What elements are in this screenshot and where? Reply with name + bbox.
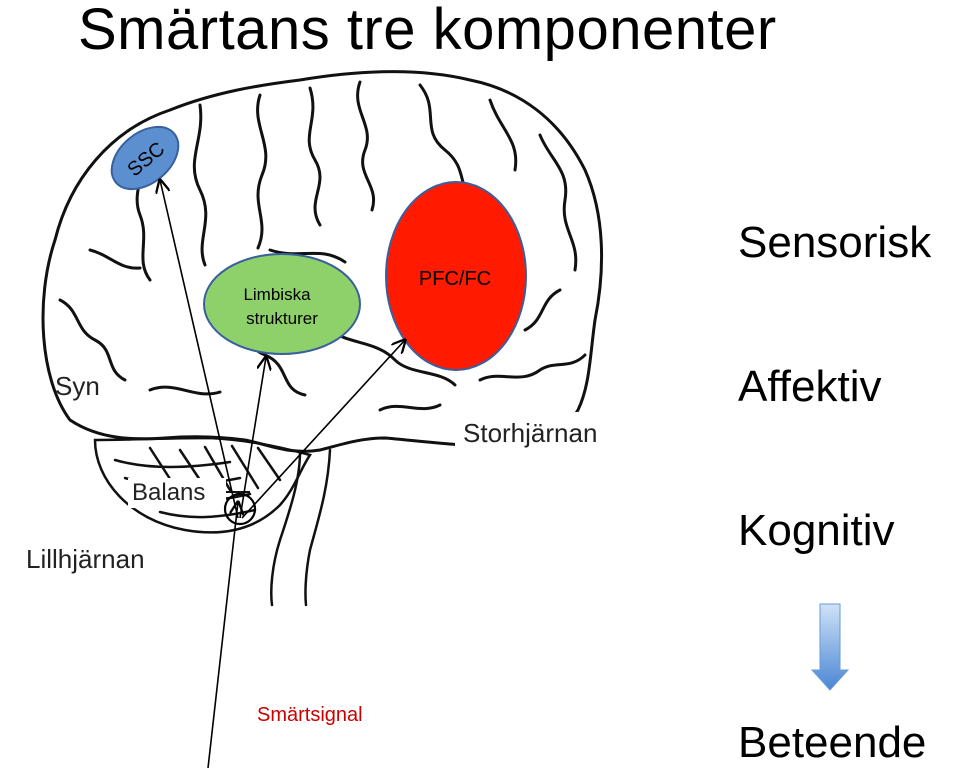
incoming-signal-arrow: [207, 502, 238, 768]
signal-arrows: [160, 180, 405, 768]
ssc-region: SSC: [110, 125, 180, 191]
brain-illustration: [41, 70, 604, 453]
component-beteende: Beteende: [738, 718, 927, 767]
limbic-region: Limbiska strukturer: [203, 253, 361, 355]
component-affektiv: Affektiv: [738, 362, 882, 411]
down-arrow-icon: [810, 603, 850, 691]
label-syn: Syn: [55, 371, 100, 401]
page-title: Smärtans tre komponenter: [78, 0, 777, 62]
brainstem-illustration: [270, 448, 332, 607]
pain-signal-label: Smärtsignal: [257, 704, 363, 726]
arrow-to-limbic: [239, 357, 266, 519]
pain-origin-circle: [223, 492, 257, 526]
label-storhjarnan: Storhjärnan: [463, 418, 597, 448]
component-kognitiv: Kognitiv: [738, 506, 895, 555]
component-sensorisk: Sensorisk: [738, 218, 932, 267]
cerebellum-outline: [93, 436, 312, 534]
pfc-label: PFC/FC: [419, 268, 491, 290]
limbic-label-line1: Limbiska: [243, 285, 311, 304]
arrow-to-ssc: [160, 180, 239, 519]
limbic-label-line2: strukturer: [246, 309, 318, 328]
arrow-to-pfc: [241, 340, 405, 519]
label-balans: Balans: [132, 479, 205, 506]
label-lillhjarnan: Lillhjärnan: [26, 544, 145, 574]
pfc-region: PFC/FC: [385, 181, 527, 371]
